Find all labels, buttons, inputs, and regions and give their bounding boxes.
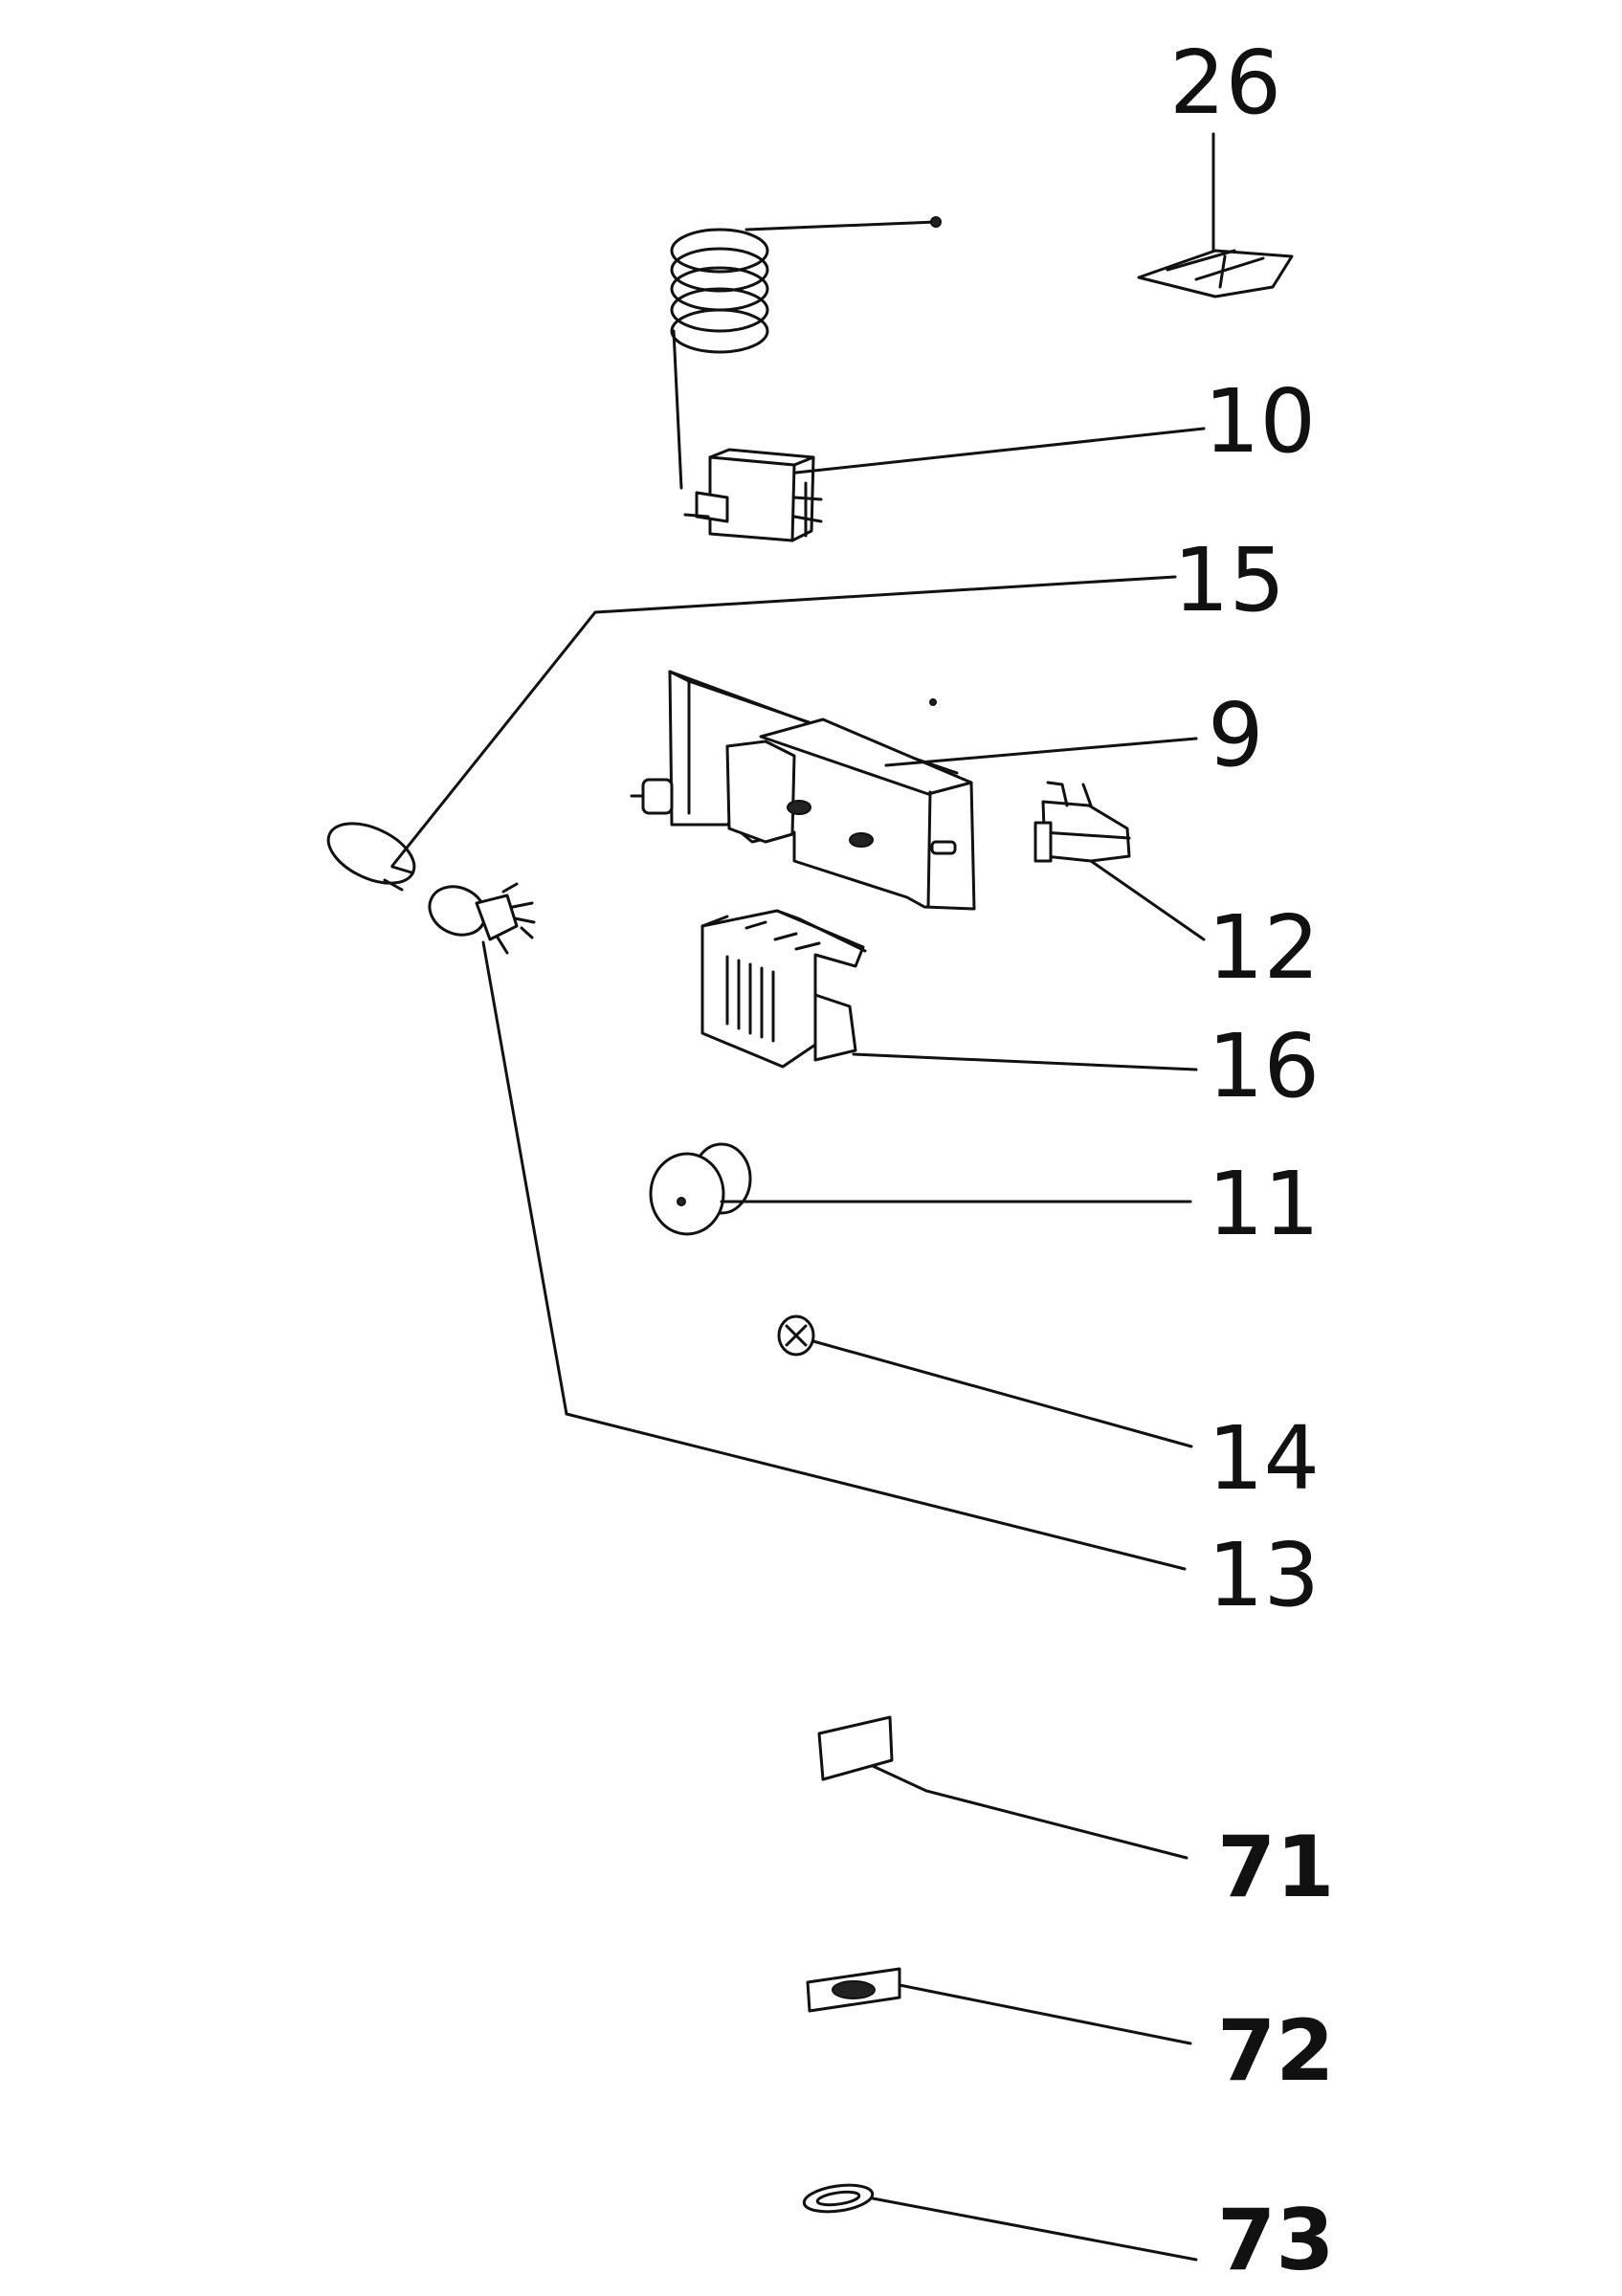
callout-15: 15 xyxy=(1173,529,1285,631)
leader-73 xyxy=(871,2197,1198,2262)
part-71-label xyxy=(817,1715,894,1781)
part-12-switch xyxy=(1033,781,1131,863)
callout-72: 72 xyxy=(1217,2001,1334,2100)
part-26-clip xyxy=(1137,249,1294,298)
leader-72 xyxy=(898,1983,1192,2045)
leader-71 xyxy=(871,1764,1189,1860)
callout-71: 71 xyxy=(1217,1818,1334,1916)
callout-73: 73 xyxy=(1217,2191,1334,2289)
part-11-knob xyxy=(649,1142,752,1236)
callout-26: 26 xyxy=(1169,32,1281,134)
part-9-housing xyxy=(630,670,976,911)
leader-15 xyxy=(390,575,1177,868)
leader-14 xyxy=(811,1339,1193,1448)
part-16-lamp-cover xyxy=(700,909,867,1069)
callout-14: 14 xyxy=(1208,1407,1320,1510)
callout-10: 10 xyxy=(1204,370,1316,473)
callout-12: 12 xyxy=(1208,896,1320,999)
leader-9 xyxy=(884,737,1198,767)
leader-16 xyxy=(852,1052,1198,1071)
leader-13 xyxy=(481,940,1187,1571)
leader-10 xyxy=(794,427,1206,475)
leader-12 xyxy=(1089,859,1206,941)
part-73-emblem xyxy=(802,2183,875,2214)
part-14-cap xyxy=(777,1314,815,1357)
callout-9: 9 xyxy=(1208,684,1264,786)
part-13-lamp-holder xyxy=(428,882,536,955)
part-10-thermostat xyxy=(670,216,942,542)
callout-13: 13 xyxy=(1208,1524,1320,1626)
callout-11: 11 xyxy=(1208,1153,1320,1255)
part-15-bulb xyxy=(326,822,416,892)
part-72-badge xyxy=(806,1967,901,2013)
callout-16: 16 xyxy=(1208,1015,1320,1117)
